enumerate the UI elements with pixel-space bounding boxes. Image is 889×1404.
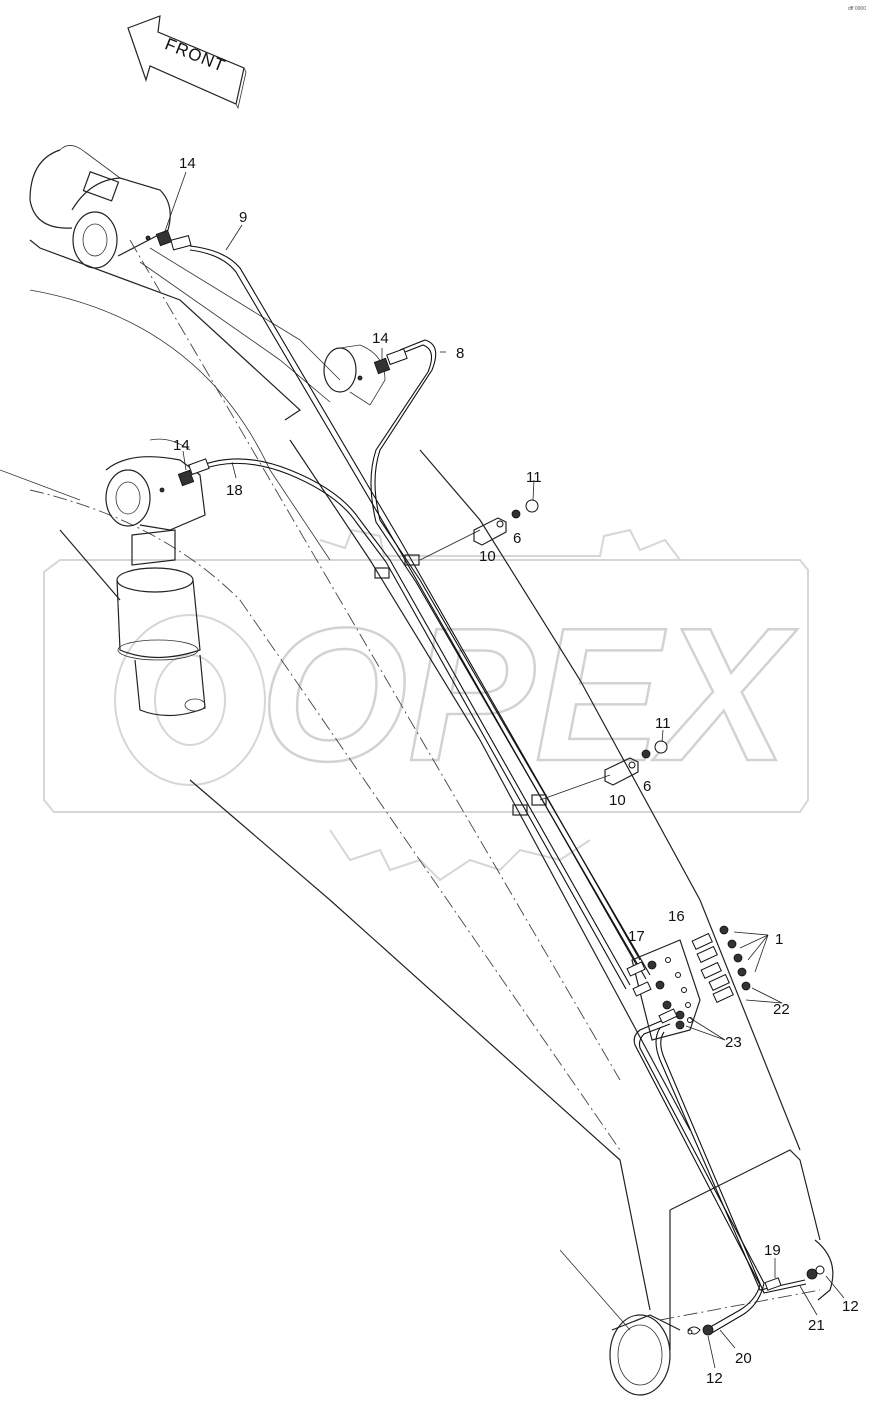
callout-10-upper: 10 (479, 548, 496, 565)
callout-6-upper: 6 (513, 530, 521, 547)
callout-11-upper: 11 (526, 469, 542, 486)
leader-lines (163, 171, 845, 1369)
callout-20: 20 (735, 1350, 752, 1367)
callout-14-top: 14 (179, 155, 196, 172)
callout-8: 8 (456, 345, 464, 362)
callout-10-lower: 10 (609, 792, 626, 809)
hydraulic-lines (189, 245, 807, 1335)
watermark: OPEX (43, 528, 809, 882)
callout-16: 16 (668, 908, 685, 925)
callout-1: 1 (775, 931, 783, 948)
callout-22: 22 (773, 1001, 790, 1018)
boom-cylinder (105, 438, 206, 717)
callout-14-cylinder: 14 (173, 437, 190, 454)
callout-labels: 14 9 14 8 14 18 11 6 10 11 6 10 16 1 17 … (173, 155, 859, 1387)
callout-19: 19 (764, 1242, 781, 1259)
callout-12-bottom: 12 (706, 1370, 723, 1387)
corner-mark: dff 0000 (848, 6, 866, 12)
boom-structure (0, 145, 834, 1396)
front-direction-arrow: FRONT (127, 15, 247, 110)
callout-9: 9 (239, 209, 247, 226)
callout-12-right: 12 (842, 1298, 859, 1315)
callout-21: 21 (808, 1317, 825, 1334)
callout-14-middle: 14 (372, 330, 389, 347)
callout-23: 23 (725, 1034, 742, 1051)
callout-11-lower: 11 (655, 715, 671, 732)
pipe-clamps (374, 499, 668, 816)
callout-6-lower: 6 (643, 778, 651, 795)
front-label: FRONT (162, 34, 228, 75)
watermark-text: OPEX (260, 589, 798, 801)
callout-18: 18 (226, 482, 243, 499)
callout-17: 17 (628, 928, 645, 945)
